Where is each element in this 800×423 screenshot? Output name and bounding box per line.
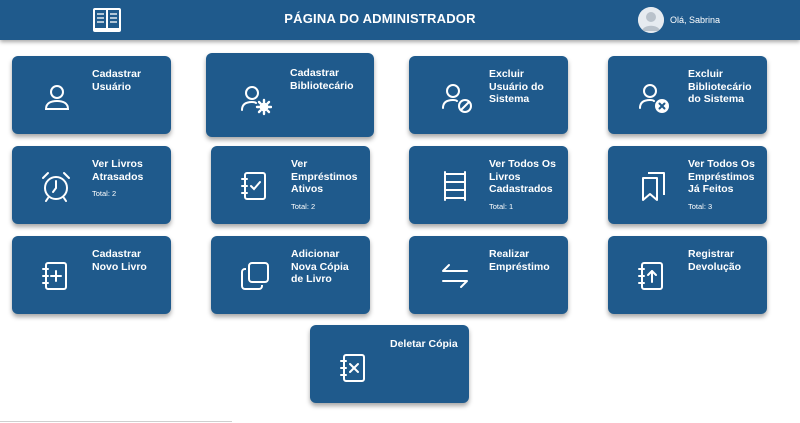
card-excluir-usuario[interactable]: Excluir Usuário do Sistema — [409, 56, 568, 134]
card-deletar-copia[interactable]: Deletar Cópia — [310, 325, 469, 403]
card-label: Excluir Bibliotecário do Sistema — [688, 68, 752, 105]
card-total: Total: 3 — [688, 202, 713, 211]
card-adicionar-copia[interactable]: Adicionar Nova Cópia de Livro — [211, 236, 370, 314]
card-label: Cadastrar Usuário — [92, 68, 142, 93]
card-total: Total: 2 — [92, 189, 117, 198]
card-label: Ver Todos Os Empréstimos Já Feitos — [688, 158, 755, 195]
card-label: Realizar Empréstimo — [489, 248, 550, 273]
book-icon — [92, 7, 122, 33]
card-cadastrar-livro[interactable]: Cadastrar Novo Livro — [12, 236, 171, 314]
copy-icon — [239, 260, 271, 292]
top-bar: PÁGINA DO ADMINISTRADOR Olá, Sabrina — [0, 0, 800, 40]
notebook-upload-icon — [636, 260, 668, 292]
card-emprestimos-ativos[interactable]: Ver Empréstimos Ativos Total: 2 — [211, 146, 370, 224]
user-block-icon — [441, 82, 473, 114]
alarm-clock-icon — [40, 170, 72, 202]
bookshelf-icon — [439, 170, 471, 202]
card-livros-cadastrados[interactable]: Ver Todos Os Livros Cadastrados Total: 1 — [409, 146, 568, 224]
user-greeting: Olá, Sabrina — [670, 15, 721, 25]
page-title: PÁGINA DO ADMINISTRADOR — [284, 11, 476, 26]
card-excluir-bibliotecario[interactable]: Excluir Bibliotecário do Sistema — [608, 56, 767, 134]
card-realizar-emprestimo[interactable]: Realizar Empréstimo — [409, 236, 568, 314]
user-remove-icon — [638, 82, 670, 114]
user-menu[interactable]: Olá, Sabrina — [638, 7, 720, 33]
card-livros-atrasados[interactable]: Ver Livros Atrasados Total: 2 — [12, 146, 171, 224]
checklist-icon — [239, 170, 271, 202]
card-cadastrar-bibliotecario[interactable]: Cadastrar Bibliotecário — [206, 53, 374, 137]
bottom-divider — [0, 421, 232, 422]
notebook-add-icon — [40, 260, 72, 292]
card-label: Cadastrar Novo Livro — [92, 248, 147, 273]
card-emprestimos-feitos[interactable]: Ver Todos Os Empréstimos Já Feitos Total… — [608, 146, 767, 224]
card-label: Ver Livros Atrasados — [92, 158, 144, 183]
user-gear-icon — [240, 84, 273, 116]
exchange-arrows-icon — [439, 260, 471, 292]
bookmarks-icon — [638, 170, 670, 202]
notebook-delete-icon — [338, 352, 370, 384]
card-label: Ver Empréstimos Ativos — [291, 158, 358, 195]
card-cadastrar-usuario[interactable]: Cadastrar Usuário — [12, 56, 171, 134]
card-total: Total: 1 — [489, 202, 514, 211]
user-icon — [42, 82, 74, 114]
card-total: Total: 2 — [291, 202, 316, 211]
card-label: Cadastrar Bibliotecário — [290, 67, 354, 92]
card-label: Registrar Devolução — [688, 248, 742, 273]
card-label: Ver Todos Os Livros Cadastrados — [489, 158, 556, 195]
card-label: Excluir Usuário do Sistema — [489, 68, 544, 105]
card-label: Deletar Cópia — [390, 338, 458, 350]
card-registrar-devolucao[interactable]: Registrar Devolução — [608, 236, 767, 314]
card-label: Adicionar Nova Cópia de Livro — [291, 248, 349, 285]
user-avatar-icon[interactable] — [638, 7, 664, 33]
